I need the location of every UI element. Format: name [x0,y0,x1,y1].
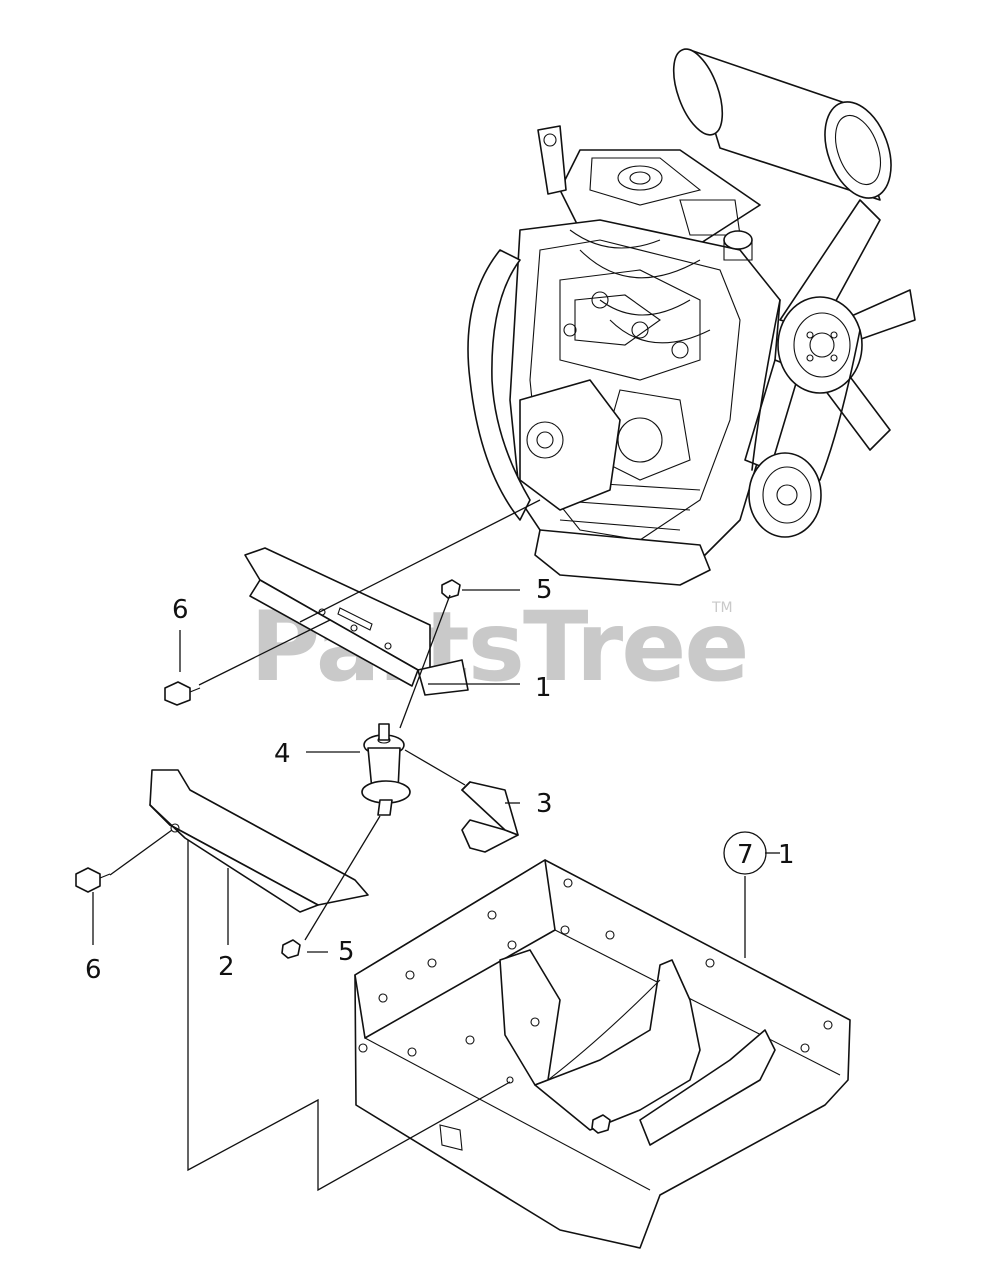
strap-part [461,781,519,853]
upper-engine-bracket [244,547,469,696]
callout-4-isolator: 4 [274,739,291,769]
reference-circle [723,831,767,875]
engine-illustration [467,48,916,586]
callout-5-lower-nut: 5 [338,937,355,967]
leader-lines [92,499,780,1192]
callout-1-upper-bracket: 1 [535,673,552,703]
callout-2-lower-bracket: 2 [218,952,235,982]
callouts: 1 2 3 4 5 5 6 6 [85,575,553,985]
callout-6-upper-bolt: 6 [172,595,189,625]
reference-callout: 7 1 [723,831,795,875]
callout-5-upper-nut: 5 [536,575,553,605]
upper-bolt [164,681,201,706]
watermark-trademark: TM [711,600,733,616]
reference-suffix-label: 1 [778,840,795,870]
lower-nut [281,939,301,959]
lower-bracket [149,769,369,913]
chassis-frame [354,859,851,1249]
upper-nut [441,579,461,599]
lower-bolt [75,867,111,893]
callout-3-strap: 3 [536,789,553,819]
callout-6-lower-bolt: 6 [85,955,102,985]
isolator-mount [361,723,411,816]
reference-circle-label: 7 [737,840,754,870]
